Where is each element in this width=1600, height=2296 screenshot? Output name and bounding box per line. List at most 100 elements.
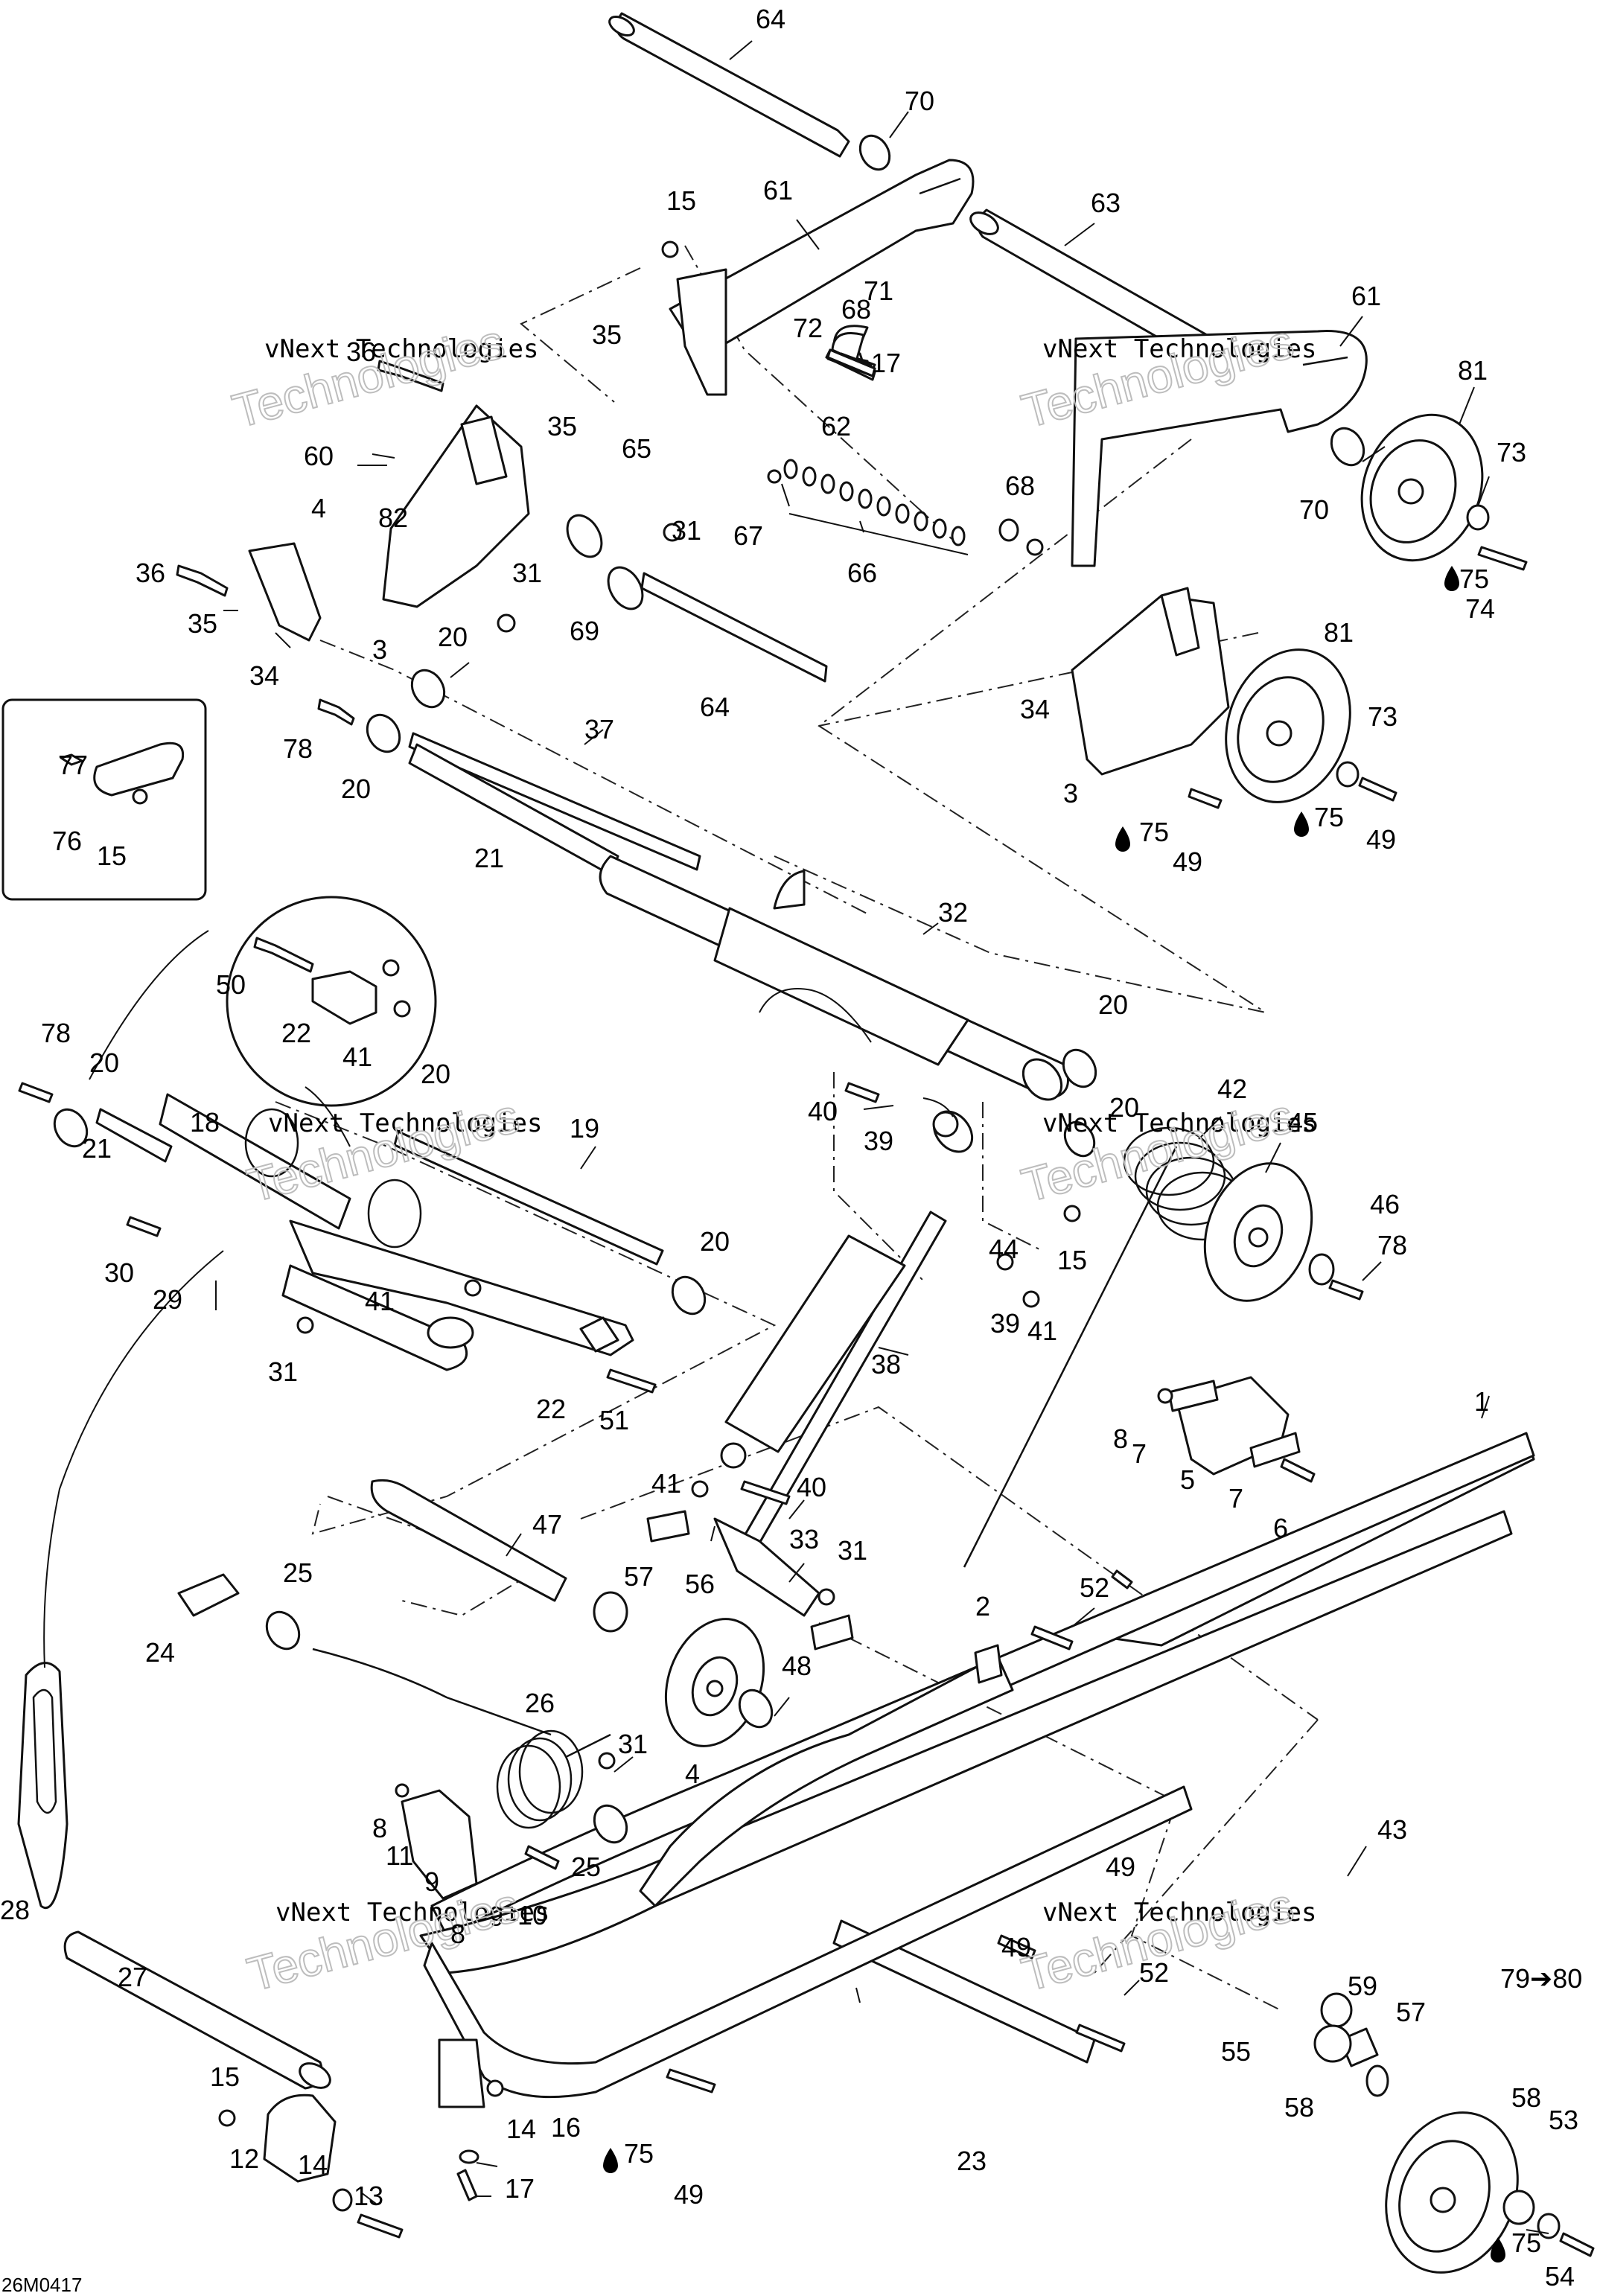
callout-label: 59 <box>1348 1971 1377 2001</box>
callout-label: 31 <box>672 515 701 546</box>
callout-label: 14 <box>298 2149 328 2180</box>
callout-label: 41 <box>1027 1316 1057 1346</box>
callout-label: 72 <box>793 313 823 343</box>
callout-label: 65 <box>622 433 651 464</box>
callout-label: 15 <box>210 2061 240 2092</box>
detail-circle <box>226 896 437 1107</box>
watermark-text-6: vNext Technologies <box>1042 1898 1316 1927</box>
oil-drop-icon <box>603 2148 618 2173</box>
callout-label: 10 <box>517 1900 547 1930</box>
callout-label: 54 <box>1545 2261 1575 2292</box>
callout-label: 4 <box>685 1758 700 1789</box>
callout-label: 60 <box>304 441 334 471</box>
inset-box <box>1 698 207 901</box>
callout-label: 3 <box>1063 778 1078 809</box>
callout-label: 5 <box>1180 1464 1195 1495</box>
callout-label: 31 <box>838 1535 867 1566</box>
callout-label: 76 <box>52 826 82 856</box>
callout-label: 64 <box>700 692 730 722</box>
hardware <box>18 134 1595 2257</box>
callout-label: 67 <box>733 520 763 551</box>
callout-label: 1 <box>1474 1386 1489 1417</box>
callout-label: 39 <box>990 1308 1020 1339</box>
callout-label: 75 <box>1459 564 1489 594</box>
callout-label: 44 <box>989 1234 1019 1264</box>
callout-label: 21 <box>474 843 504 873</box>
callout-label: 30 <box>104 1257 134 1288</box>
callout-label: 49 <box>1173 846 1202 877</box>
callout-label: 40 <box>808 1096 838 1126</box>
callout-label: 13 <box>354 2181 383 2211</box>
dashed-outlines <box>275 245 1319 2011</box>
washer-row-66 <box>783 459 1019 546</box>
callout-label: 52 <box>1080 1572 1109 1603</box>
callout-label: 61 <box>763 175 793 205</box>
callout-label: 70 <box>1299 494 1329 525</box>
oil-drop-icon <box>1294 811 1309 837</box>
watermark-text-1: vNext Technologies <box>264 334 538 364</box>
callout-label: 68 <box>1005 471 1035 501</box>
callout-label: 58 <box>1511 2082 1541 2113</box>
callout-label: 22 <box>281 1018 311 1048</box>
callout-label: 8 <box>450 1919 465 1949</box>
callout-labels: 64 70 15 61 63 61 71 72 68 35 36 17 62 8… <box>0 4 1582 2292</box>
callout-label: 63 <box>1091 188 1121 218</box>
callout-label: 25 <box>571 1852 601 1882</box>
callout-label: 15 <box>1057 1245 1087 1275</box>
callout-label: 9 <box>424 1866 439 1897</box>
callout-label: 18 <box>190 1107 220 1138</box>
callout-label: 11 <box>386 1840 413 1871</box>
watermark-big-3: Technologies <box>242 1088 524 1212</box>
callout-label: 73 <box>1497 437 1526 468</box>
callout-label: 35 <box>188 608 217 639</box>
callout-label: 55 <box>1221 2036 1251 2067</box>
callout-label: 6 <box>1273 1513 1288 1543</box>
callout-label: 38 <box>871 1349 901 1380</box>
callout-label: 16 <box>551 2112 581 2143</box>
callout-label: 31 <box>512 558 542 588</box>
callout-label: 22 <box>536 1394 566 1424</box>
callout-label: 2 <box>975 1591 990 1621</box>
rails <box>17 1432 1535 2108</box>
callout-label: 49 <box>674 2179 704 2210</box>
callout-label: 49 <box>1001 1932 1031 1962</box>
callout-label: 17 <box>871 348 901 378</box>
callout-label: 31 <box>618 1729 648 1759</box>
callout-label: 50 <box>216 969 246 1000</box>
callout-label: 81 <box>1324 617 1354 648</box>
callout-label: 21 <box>82 1133 112 1164</box>
callout-label: 23 <box>957 2146 987 2176</box>
callout-label: 8 <box>1113 1423 1128 1454</box>
callout-label: 81 <box>1458 355 1488 386</box>
callout-label: 3 <box>372 634 387 665</box>
callout-label: 14 <box>506 2114 536 2144</box>
callout-label: 19 <box>570 1113 599 1144</box>
callout-label: 79➔80 <box>1500 1963 1582 1994</box>
callout-label: 42 <box>1217 1074 1247 1104</box>
callout-label: 78 <box>1377 1230 1407 1260</box>
callout-label: 49 <box>1106 1852 1135 1882</box>
callout-label: 20 <box>438 622 468 652</box>
callout-label: 45 <box>1288 1107 1318 1138</box>
oil-drop-icon <box>1491 2237 1505 2262</box>
callout-label: 12 <box>229 2143 259 2174</box>
oil-drop-icons <box>603 566 1505 2262</box>
callout-label: 75 <box>1139 817 1169 847</box>
callout-label: 58 <box>1284 2092 1314 2123</box>
watermark-text-3: vNext Technologies <box>268 1109 542 1138</box>
brackets <box>177 159 1379 2183</box>
callout-label: 31 <box>268 1356 298 1387</box>
callout-label: 43 <box>1377 1814 1407 1845</box>
callout-label: 35 <box>547 411 577 441</box>
callout-label: 75 <box>1511 2228 1541 2258</box>
watermark-text-5: vNext Technologies <box>275 1898 549 1927</box>
callout-label: 70 <box>905 86 934 116</box>
callout-label: 8 <box>372 1813 387 1843</box>
wheels <box>244 413 1519 2274</box>
callout-label: 25 <box>283 1557 313 1588</box>
callout-label: 20 <box>421 1059 450 1089</box>
oil-drop-icon <box>1444 566 1459 591</box>
callout-label: 35 <box>592 319 622 350</box>
callout-label: 56 <box>685 1569 715 1599</box>
callout-label: 77 <box>58 750 88 780</box>
